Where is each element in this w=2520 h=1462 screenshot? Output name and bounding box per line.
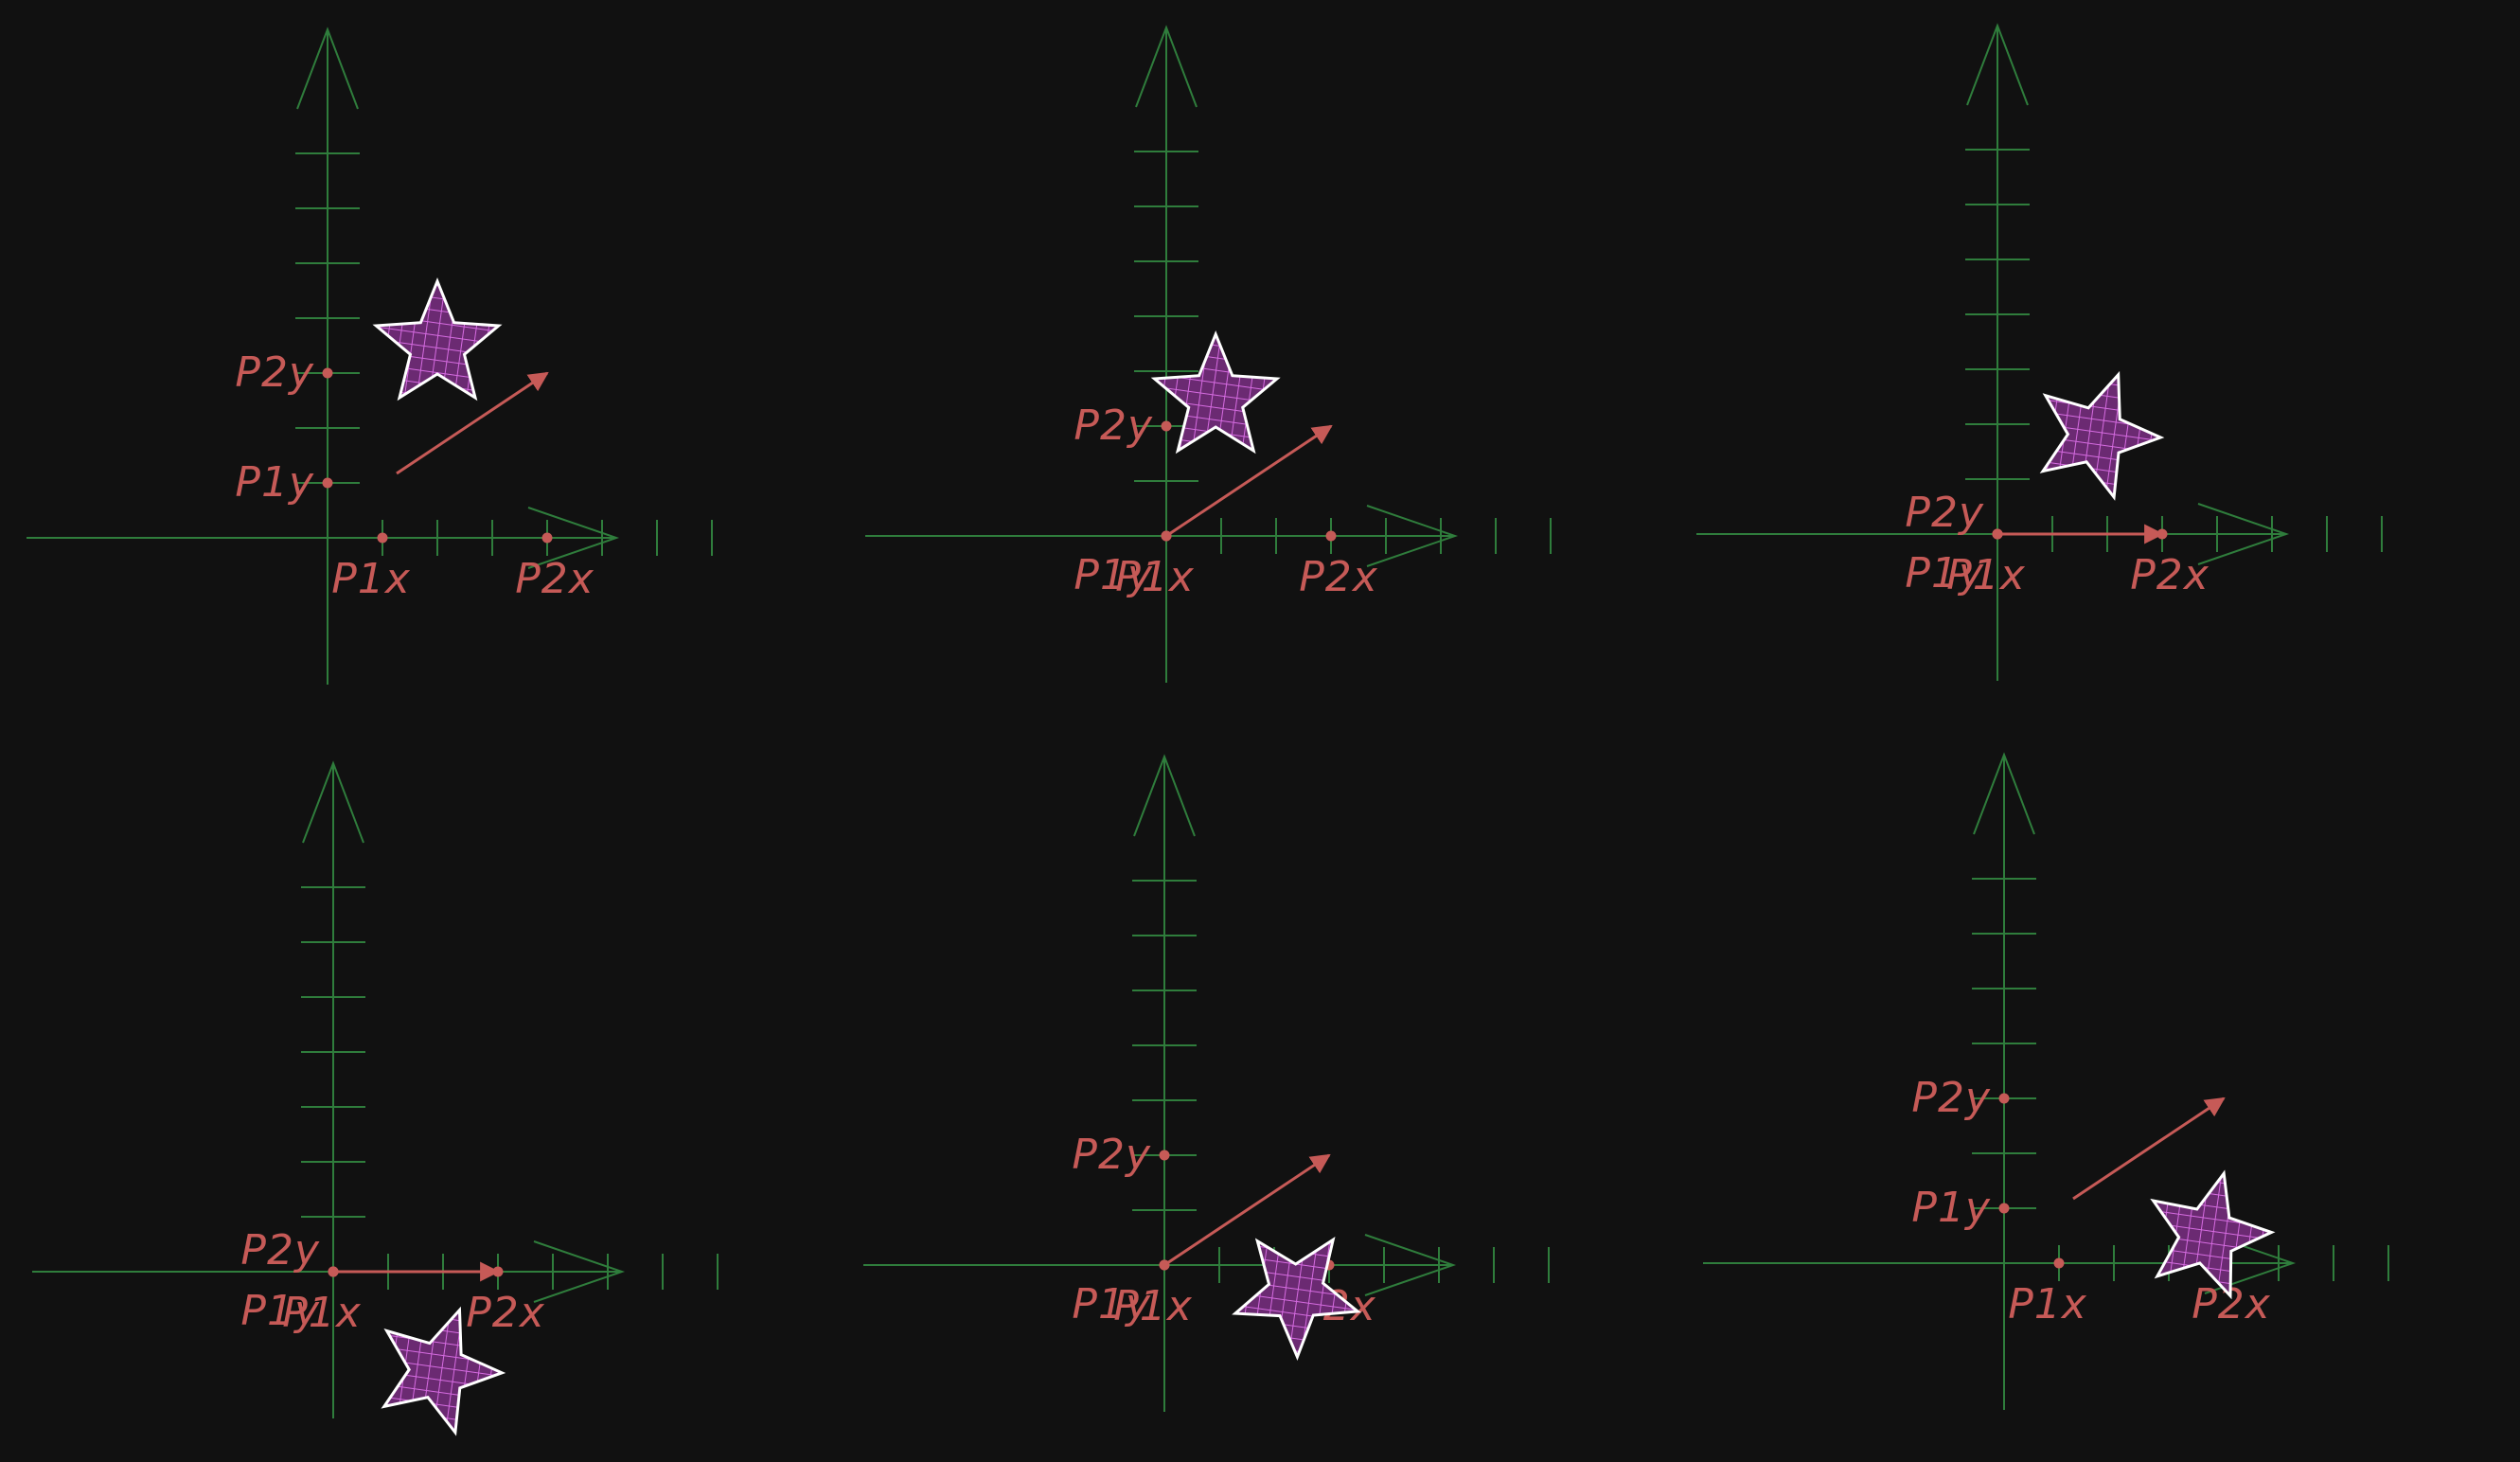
- axes: [32, 760, 719, 1418]
- label-p2x: P2x: [466, 1289, 545, 1337]
- panel-2: P1x P2x P1y P2y: [865, 25, 1552, 683]
- label-p2y: P2y: [1072, 1131, 1151, 1179]
- label-p1y: P1y: [240, 1287, 320, 1335]
- panel-3: P1x P2x P1y P2y: [1696, 23, 2383, 681]
- point-marker: [377, 532, 388, 544]
- label-p1y: P1y: [1074, 551, 1153, 599]
- point-marker: [322, 367, 333, 379]
- star-icon: [372, 276, 503, 401]
- star-icon: [1150, 330, 1281, 455]
- label-p2y: P2y: [1074, 401, 1153, 450]
- label-p2y: P2y: [235, 348, 314, 397]
- point-marker: [2053, 1257, 2065, 1269]
- panel-4: P1x P2x P1y P2y: [32, 760, 719, 1436]
- label-p2x: P2x: [1299, 553, 1378, 601]
- vector-arrow-icon: [1165, 424, 1333, 538]
- annotations: P1x P2x P1y P2y: [1074, 401, 1378, 601]
- y-axis-arrow-icon: [1133, 754, 1196, 837]
- star-icon: [1232, 1237, 1362, 1362]
- panel-1: P1x P2x P1y P2y: [27, 27, 713, 685]
- point-marker: [1161, 420, 1172, 432]
- label-p1x: P1x: [331, 555, 411, 603]
- x-axis-arrow-icon: [1364, 1234, 1457, 1296]
- y-axis-arrow-icon: [302, 760, 364, 844]
- annotations: P1x P2x P1y P2y: [1905, 489, 2209, 599]
- x-axis-arrow-icon: [2197, 503, 2290, 565]
- y-axis-arrow-icon: [1966, 23, 2029, 106]
- point-marker: [541, 532, 553, 544]
- vector-arrow-icon: [2072, 1096, 2226, 1201]
- label-p1x: P1x: [1115, 553, 1195, 601]
- y-axis-arrow-icon: [296, 27, 359, 110]
- label-p1y: P1y: [1911, 1184, 1991, 1232]
- label-p1y: P1y: [1905, 549, 1984, 597]
- label-p2y: P2y: [1911, 1074, 1991, 1122]
- label-p2y: P2y: [240, 1226, 320, 1275]
- axes: [863, 754, 1550, 1412]
- star-icon: [2039, 370, 2165, 501]
- label-p2x: P2x: [515, 555, 595, 603]
- x-axis-arrow-icon: [1366, 505, 1459, 567]
- label-p1y: P1y: [235, 458, 314, 507]
- axes: [1696, 23, 2383, 681]
- label-p2x: P2x: [2130, 551, 2209, 599]
- y-axis-arrow-icon: [1973, 752, 2035, 835]
- label-p1x: P1x: [1946, 551, 2026, 599]
- point-marker: [1325, 530, 1337, 542]
- x-axis-arrow-icon: [527, 507, 620, 569]
- label-p2y: P2y: [1905, 489, 1984, 537]
- star-icon: [2150, 1169, 2276, 1300]
- point-marker: [322, 477, 333, 489]
- vector-arrow-icon: [1163, 1153, 1331, 1267]
- label-p1y: P1y: [1072, 1280, 1151, 1328]
- annotations: P1x P2x P1y P2y: [240, 1226, 545, 1337]
- x-axis-arrow-icon: [533, 1240, 626, 1303]
- star-icon: [381, 1306, 506, 1436]
- label-p1x: P1x: [2008, 1280, 2087, 1328]
- point-marker: [1998, 1203, 2010, 1214]
- point-marker: [1998, 1093, 2010, 1104]
- y-axis-arrow-icon: [1135, 25, 1198, 108]
- label-p1x: P1x: [282, 1289, 362, 1337]
- vector-arrow-icon: [396, 371, 549, 475]
- annotations: P1x P2x P1y P2y: [235, 348, 595, 603]
- label-p1x: P1x: [1113, 1282, 1193, 1330]
- point-marker: [1159, 1150, 1170, 1161]
